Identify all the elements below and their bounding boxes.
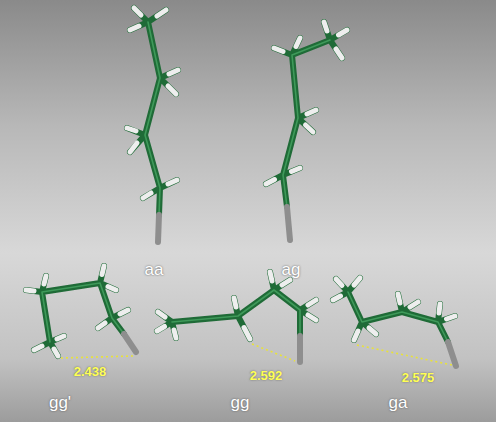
- conformer-name: gg: [231, 394, 250, 411]
- terminal-atom-bond: [158, 215, 159, 242]
- hydrogen-bonds: [26, 266, 128, 356]
- carbon-bonds: [26, 266, 128, 356]
- ga-molecule: [333, 278, 456, 366]
- aa-molecule: [127, 8, 178, 242]
- bond-highlight: [42, 283, 124, 342]
- contact-distance-line: [252, 344, 295, 361]
- conformer-name: aa: [145, 261, 164, 278]
- distance-value: 2.438: [74, 365, 107, 378]
- distance-value: 2.592: [250, 369, 283, 382]
- gg-molecule: [157, 272, 316, 362]
- conformer-name: ga: [389, 394, 408, 411]
- ggprime-molecule: [26, 266, 136, 358]
- hydrogen-bonds: [266, 22, 347, 184]
- contact-distance-line: [61, 356, 133, 358]
- carbon-bonds: [333, 278, 455, 342]
- carbon-bonds: [127, 8, 178, 215]
- terminal-atom-bond: [124, 334, 136, 352]
- carbon-bonds: [157, 272, 316, 339]
- carbon-bonds: [266, 22, 347, 207]
- terminal-atom-bond: [287, 207, 290, 240]
- contact-distance-line: [357, 345, 452, 365]
- hydrogen-bonds: [127, 8, 178, 198]
- hydrogen-bonds: [157, 272, 316, 339]
- conformer-name: ag: [282, 261, 301, 278]
- terminal-atom-bond: [297, 336, 303, 362]
- conformer-name: gg': [49, 394, 71, 411]
- terminal-atom-bond: [448, 342, 456, 366]
- bond-highlight: [145, 22, 160, 215]
- distance-value: 2.575: [402, 371, 435, 384]
- ag-molecule: [266, 22, 347, 240]
- hydrogen-bonds: [333, 278, 455, 340]
